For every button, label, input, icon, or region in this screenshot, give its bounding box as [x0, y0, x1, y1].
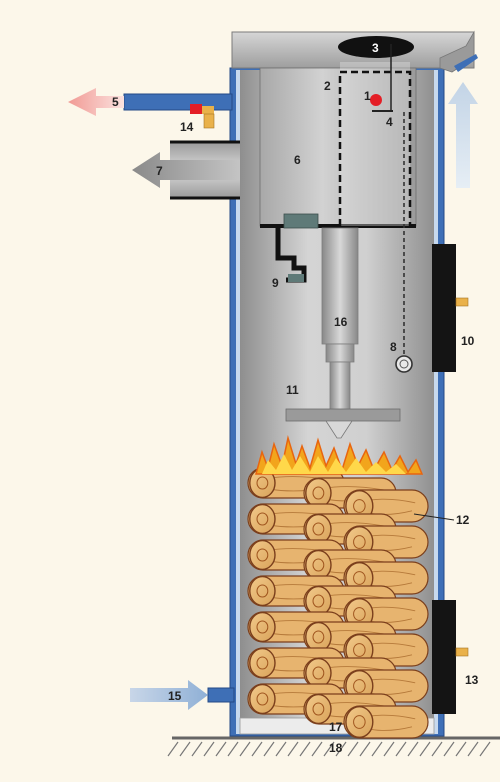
- floor-hatch: [311, 741, 323, 757]
- floor-hatch: [371, 741, 383, 757]
- wood-stack: [247, 467, 429, 739]
- floor-hatch: [455, 741, 467, 757]
- cold-water-inlet: [130, 680, 235, 710]
- air-flow-arrow: [448, 82, 478, 188]
- floor-hatch: [275, 741, 287, 757]
- flames: [255, 435, 424, 475]
- label-1: 1: [364, 89, 371, 103]
- label-14: 14: [180, 120, 194, 134]
- floor-hatch: [299, 741, 311, 757]
- floor-hatch: [407, 741, 419, 757]
- top-cap-oval: [338, 36, 414, 58]
- floor-hatch: [179, 741, 191, 757]
- temperature-sensor: [395, 355, 413, 373]
- label-18: 18: [329, 741, 343, 755]
- label-13: 13: [465, 673, 479, 687]
- label-5: 5: [112, 95, 119, 109]
- inlet-arrow: [130, 680, 208, 710]
- label-17: 17: [329, 720, 343, 734]
- floor-hatch: [395, 741, 407, 757]
- flue-arrow: [132, 152, 240, 188]
- floor-hatch: [287, 741, 299, 757]
- ash-door[interactable]: [432, 600, 469, 714]
- floor-hatch: [479, 741, 491, 757]
- label-2: 2: [324, 79, 331, 93]
- floor-hatch: [251, 741, 263, 757]
- floor-hatch: [443, 741, 455, 757]
- bracket: [275, 213, 319, 283]
- floor-hatch: [263, 741, 275, 757]
- floor-hatch: [203, 741, 215, 757]
- red-indicator: [370, 94, 382, 106]
- label-10: 10: [461, 334, 475, 348]
- loading-door[interactable]: [432, 244, 469, 372]
- label-3: 3: [372, 41, 379, 55]
- floor-hatch: [191, 741, 203, 757]
- floor-hatch: [419, 741, 431, 757]
- floor-hatch: [347, 741, 359, 757]
- flue-pipe: [132, 140, 240, 200]
- thermal-valve: [190, 104, 215, 129]
- label-11: 11: [286, 383, 299, 397]
- leader-12: [413, 513, 455, 521]
- label-12: 12: [456, 513, 470, 527]
- telescopic-air-pipe: [321, 227, 359, 411]
- floor-hatch: [467, 741, 479, 757]
- label-8: 8: [390, 340, 397, 354]
- top-lid: [231, 30, 478, 73]
- label-7: 7: [156, 164, 163, 178]
- floor-hatch: [215, 741, 227, 757]
- floor-hatch: [335, 741, 347, 757]
- label-6: 6: [294, 153, 301, 167]
- damper-linkage: [372, 44, 413, 373]
- floor-hatch: [167, 741, 179, 757]
- floor-hatch: [239, 741, 251, 757]
- floor-hatch: [383, 741, 395, 757]
- label-15: 15: [168, 689, 182, 703]
- air-duct: [338, 62, 412, 226]
- label-16: 16: [334, 315, 348, 329]
- label-9: 9: [272, 276, 279, 290]
- gas-chamber: [259, 67, 417, 228]
- outlet-arrow: [68, 88, 124, 116]
- air-distributor: [285, 408, 401, 439]
- floor-hatch: [431, 741, 443, 757]
- floor-hatch: [227, 741, 239, 757]
- label-4: 4: [386, 115, 393, 129]
- floor: [167, 736, 500, 757]
- wood-log: [343, 705, 429, 739]
- floor-hatch: [323, 741, 335, 757]
- floor-hatch: [359, 741, 371, 757]
